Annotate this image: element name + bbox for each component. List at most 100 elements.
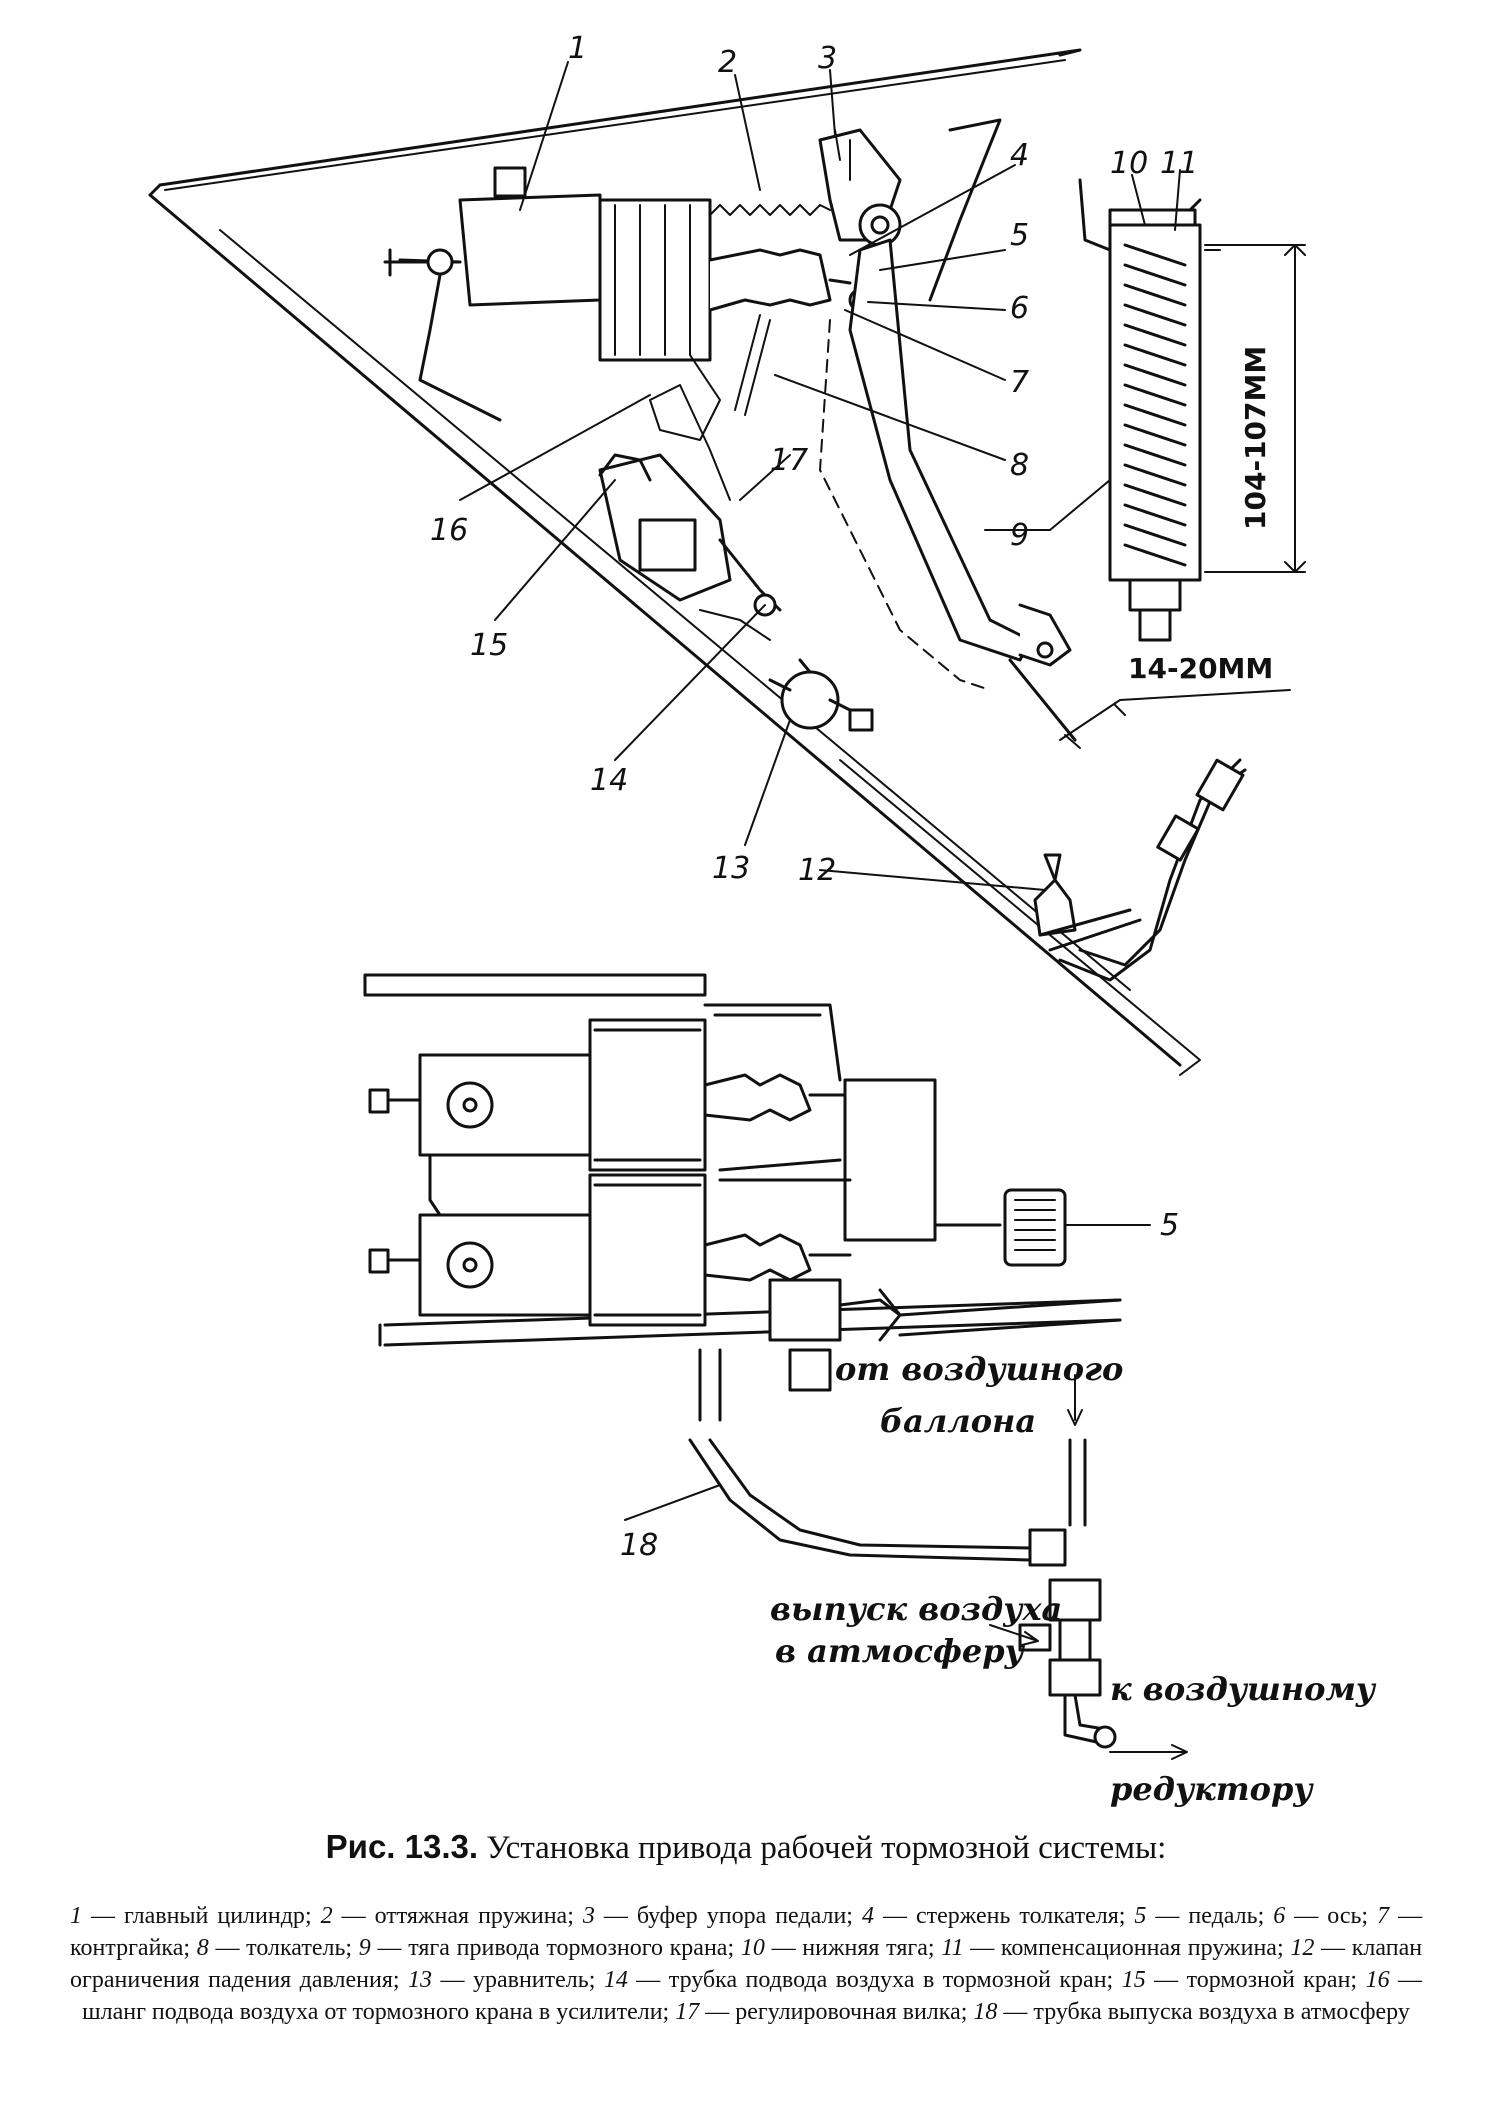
upper-side-view: 14-20ММ 104-107ММ 1 2 3 4 5 [148, 31, 1306, 1076]
legend-number: 1 [70, 1903, 82, 1929]
reducer-arrow [1109, 1744, 1188, 1760]
callout-13: 13 [712, 851, 750, 886]
callout-10: 10 [1110, 146, 1148, 181]
legend-item: 12 — клапан ограничения падения давления… [70, 1935, 1423, 1993]
brake-pedal [819, 238, 1077, 742]
legend-text: главный цилиндр [123, 1903, 305, 1929]
legend-number: 2 [320, 1903, 333, 1929]
callout-16: 16 [430, 513, 468, 548]
legend-text: нижняя тяга [802, 1935, 928, 1961]
boosters [368, 1018, 707, 1327]
to-reducer-line1: к воздушному [1110, 1670, 1377, 1708]
lower-top-view: 5 от воздушного баллона 18 выпус [363, 973, 1377, 1808]
legend-text: клапан ограничения падения давления [70, 1935, 1423, 1993]
figure-title: Установка привода рабочей тормозной сист… [486, 1830, 1167, 1866]
legend-text: педаль [1188, 1903, 1258, 1929]
legend-text: контргайка [70, 1935, 184, 1961]
pressure-limit-valve [1033, 758, 1247, 982]
legend-item: 5 — педаль; [1134, 1903, 1274, 1929]
brake-valve [598, 453, 782, 617]
exhaust-line2: в атмосферу [775, 1632, 1026, 1670]
legend-number: 14 [603, 1967, 628, 1993]
callout-15: 15 [470, 628, 508, 663]
legend-number: 17 [675, 1999, 700, 2025]
legend-item: 4 — стержень толкателя; [861, 1903, 1135, 1929]
callout-12: 12 [798, 853, 836, 888]
callout-18: 18 [620, 1528, 658, 1563]
from-tank-line2: баллона [880, 1402, 1036, 1440]
callout-3: 3 [818, 41, 837, 76]
upper-leaders [459, 61, 1181, 891]
lower-valve-block [698, 1278, 1122, 1422]
to-reducer-line2: редуктору [1110, 1770, 1314, 1808]
pedal-travel-label: 14-20ММ [1128, 652, 1273, 685]
legend-number: 4 [861, 1903, 874, 1929]
figure-legend: 1 — главный цилиндр; 2 — оттяжная пружин… [70, 1900, 1422, 2028]
legend-item: 18 — трубка выпуска воздуха в атмосферу [973, 1999, 1410, 2025]
legend-number: 7 [1377, 1903, 1390, 1929]
callout-14: 14 [590, 763, 628, 798]
pedal-pad [1003, 1188, 1067, 1267]
exhaust-tube [688, 1438, 1117, 1749]
legend-text: регулировочная вилка [735, 1999, 961, 2025]
callout-2: 2 [718, 45, 737, 80]
legend-text: оттяжная пружина [374, 1903, 568, 1929]
legend-text: стержень толкателя [915, 1903, 1119, 1929]
callout-6: 6 [1010, 291, 1029, 326]
legend-number: 15 [1121, 1967, 1146, 1993]
brake-drive-diagram: 14-20ММ 104-107ММ 1 2 3 4 5 [148, 31, 1377, 1808]
legend-item: 13 — уравнитель; [408, 1967, 604, 1993]
equalizer [768, 658, 874, 732]
air-supply-arrow [1067, 1374, 1083, 1426]
brake-valve-rod [734, 314, 771, 416]
frame-beam-bottom [378, 1298, 1122, 1347]
spring-length-label: 104-107ММ [1239, 346, 1272, 530]
legend-item: 10 — нижняя тяга; [740, 1935, 942, 1961]
figure-caption: Рис. 13.3. Установка привода рабочей тор… [0, 1828, 1492, 1867]
legend-number: 6 [1273, 1903, 1286, 1929]
legend-number: 10 [740, 1935, 765, 1961]
legend-number: 3 [582, 1903, 595, 1929]
air-supply-tube [699, 609, 771, 641]
legend-text: буфер упора педали [636, 1903, 847, 1929]
legend-item: 11 — компенсационная пружина; [941, 1935, 1291, 1961]
exhaust-arrow [989, 1624, 1039, 1646]
callout-11: 11 [1160, 146, 1198, 181]
legend-text: трубка подвода воздуха в тормозной кран [668, 1967, 1107, 1993]
legend-number: 12 [1290, 1935, 1315, 1961]
legend-item: 1 — главный цилиндр; [70, 1903, 321, 1929]
legend-number: 16 [1365, 1967, 1390, 1993]
pushrod-boot [708, 248, 872, 312]
callout-9: 9 [1010, 518, 1029, 553]
legend-number: 8 [196, 1935, 209, 1961]
legend-item: 16 — шланг подвода воздуха от тормозного… [82, 1967, 1423, 2025]
legend-text: компенсационная пружина [1000, 1935, 1277, 1961]
legend-number: 18 [973, 1999, 998, 2025]
from-tank-line1: от воздушного [835, 1350, 1123, 1388]
callout-8: 8 [1010, 448, 1029, 483]
frame-beam-top [363, 973, 707, 997]
legend-item: 3 — буфер упора педали; [582, 1903, 862, 1929]
air-hose [649, 354, 731, 501]
compensation-spring-inset [1078, 178, 1306, 642]
legend-item: 8 — толкатель; [196, 1935, 359, 1961]
legend-item: 2 — оттяжная пружина; [320, 1903, 583, 1929]
legend-text: тормозной кран [1186, 1967, 1351, 1993]
legend-number: 9 [358, 1935, 371, 1961]
return-spring [709, 204, 831, 216]
callout-7: 7 [1010, 365, 1029, 400]
callout-5: 5 [1010, 218, 1029, 253]
legend-item: 17 — регулировочная вилка; [675, 1999, 974, 2025]
legend-text: уравнитель [472, 1967, 589, 1993]
legend-number: 5 [1134, 1903, 1147, 1929]
callout-1: 1 [568, 31, 587, 66]
figure-label: Рис. 13.3. [325, 1828, 479, 1865]
legend-item: 14 — трубка подвода воздуха в тормозной … [603, 1967, 1122, 1993]
legend-item: 9 — тяга привода тормозного крана; [358, 1935, 741, 1961]
callout-17: 17 [770, 443, 808, 478]
legend-number: 11 [941, 1935, 964, 1961]
cab-front-panel [148, 48, 1182, 1067]
master-cylinder [383, 166, 712, 422]
exhaust-line1: выпуск воздуха [770, 1590, 1062, 1628]
legend-item: 15 — тормозной кран; [1121, 1967, 1366, 1993]
